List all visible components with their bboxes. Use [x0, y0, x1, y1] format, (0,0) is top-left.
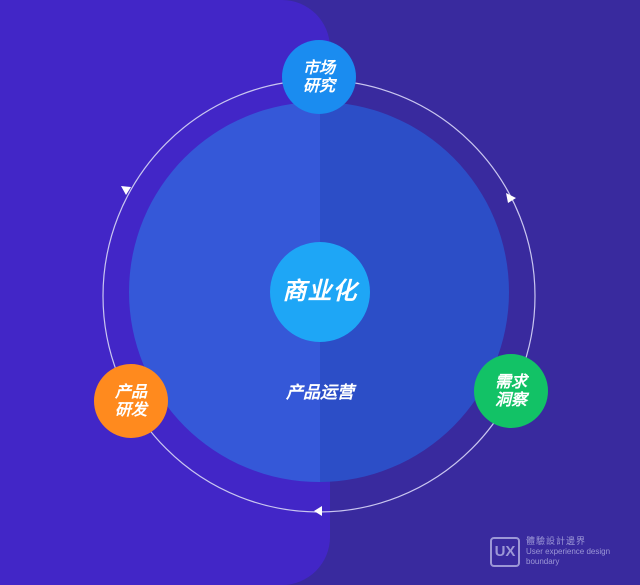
cycle-node-label: 需求 洞察 — [494, 371, 527, 409]
center-node-commercialization: 商业化 — [270, 242, 370, 342]
inner-circle-right — [320, 102, 509, 482]
ring-arrow-left — [121, 186, 131, 195]
cycle-node-demand-insight: 需求 洞察 — [474, 354, 548, 428]
ux-logo-icon: UX — [490, 536, 520, 567]
inner-circle-label: 产品运营 — [286, 383, 354, 403]
center-label: 商业化 — [282, 277, 358, 306]
logo-name-en-1: User experience design — [526, 547, 611, 557]
cycle-node-label: 产品 研发 — [114, 381, 147, 419]
logo-name-en-2: boundary — [526, 557, 560, 567]
cycle-node-product-rd: 产品 研发 — [94, 364, 168, 438]
cycle-node-market-research: 市场 研究 — [282, 40, 356, 114]
logo-name-cn: 體驗設計邊界 — [526, 536, 587, 546]
cycle-node-label: 市场 研究 — [302, 57, 335, 95]
ring-arrow-bottom — [314, 506, 322, 516]
inner-circle-left — [129, 102, 320, 482]
logo-text: 體驗設計邊界 User experience design boundary — [526, 536, 610, 567]
watermark-logo: UX 體驗設計邊界 User experience design boundar… — [490, 536, 610, 567]
ring-arrow-right — [506, 193, 516, 203]
